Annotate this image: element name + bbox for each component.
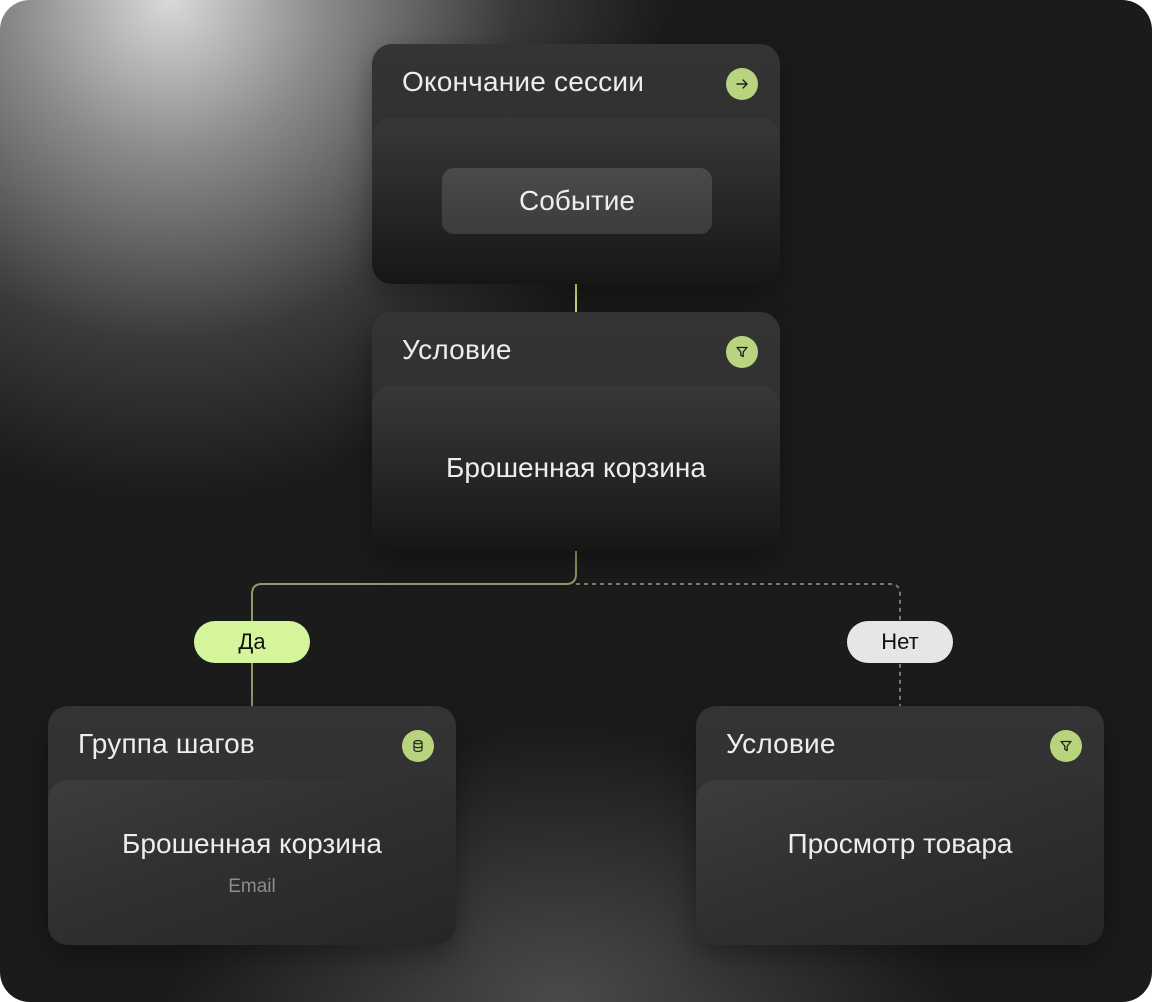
event-button[interactable]: Событие bbox=[442, 168, 712, 234]
node-body-label: Брошенная корзина bbox=[446, 452, 706, 483]
node-title: Условие bbox=[402, 334, 512, 365]
node-body: Событие bbox=[372, 118, 780, 284]
node-title: Группа шагов bbox=[78, 728, 256, 759]
database-icon bbox=[402, 730, 434, 762]
node-condition-main[interactable]: Условие Брошенная корзина bbox=[372, 312, 780, 551]
node-header: Окончание сессии bbox=[372, 44, 780, 118]
node-body-sublabel: Email bbox=[228, 876, 276, 897]
node-header: Условие bbox=[696, 706, 1104, 780]
branch-no-pill[interactable]: Нет bbox=[847, 621, 953, 663]
filter-icon bbox=[1050, 730, 1082, 762]
node-body: Просмотр товара bbox=[696, 780, 1104, 945]
node-body: Брошенная корзина Email bbox=[48, 780, 456, 945]
connector-yes-branch bbox=[251, 551, 577, 706]
arrow-right-icon bbox=[726, 68, 758, 100]
node-condition-no[interactable]: Условие Просмотр товара bbox=[696, 706, 1104, 945]
branch-yes-pill[interactable]: Да bbox=[194, 621, 310, 663]
connector-no-branch bbox=[576, 583, 901, 706]
node-step-group[interactable]: Группа шагов Брошенная корзина Email bbox=[48, 706, 456, 945]
node-body-label: Брошенная корзина bbox=[122, 828, 382, 859]
filter-icon bbox=[726, 336, 758, 368]
node-title: Условие bbox=[726, 728, 836, 759]
node-header: Группа шагов bbox=[48, 706, 456, 780]
node-body-label: Просмотр товара bbox=[787, 828, 1013, 859]
node-header: Условие bbox=[372, 312, 780, 386]
node-session-end[interactable]: Окончание сессии Событие bbox=[372, 44, 780, 284]
node-body: Брошенная корзина bbox=[372, 386, 780, 551]
node-title: Окончание сессии bbox=[402, 66, 645, 97]
